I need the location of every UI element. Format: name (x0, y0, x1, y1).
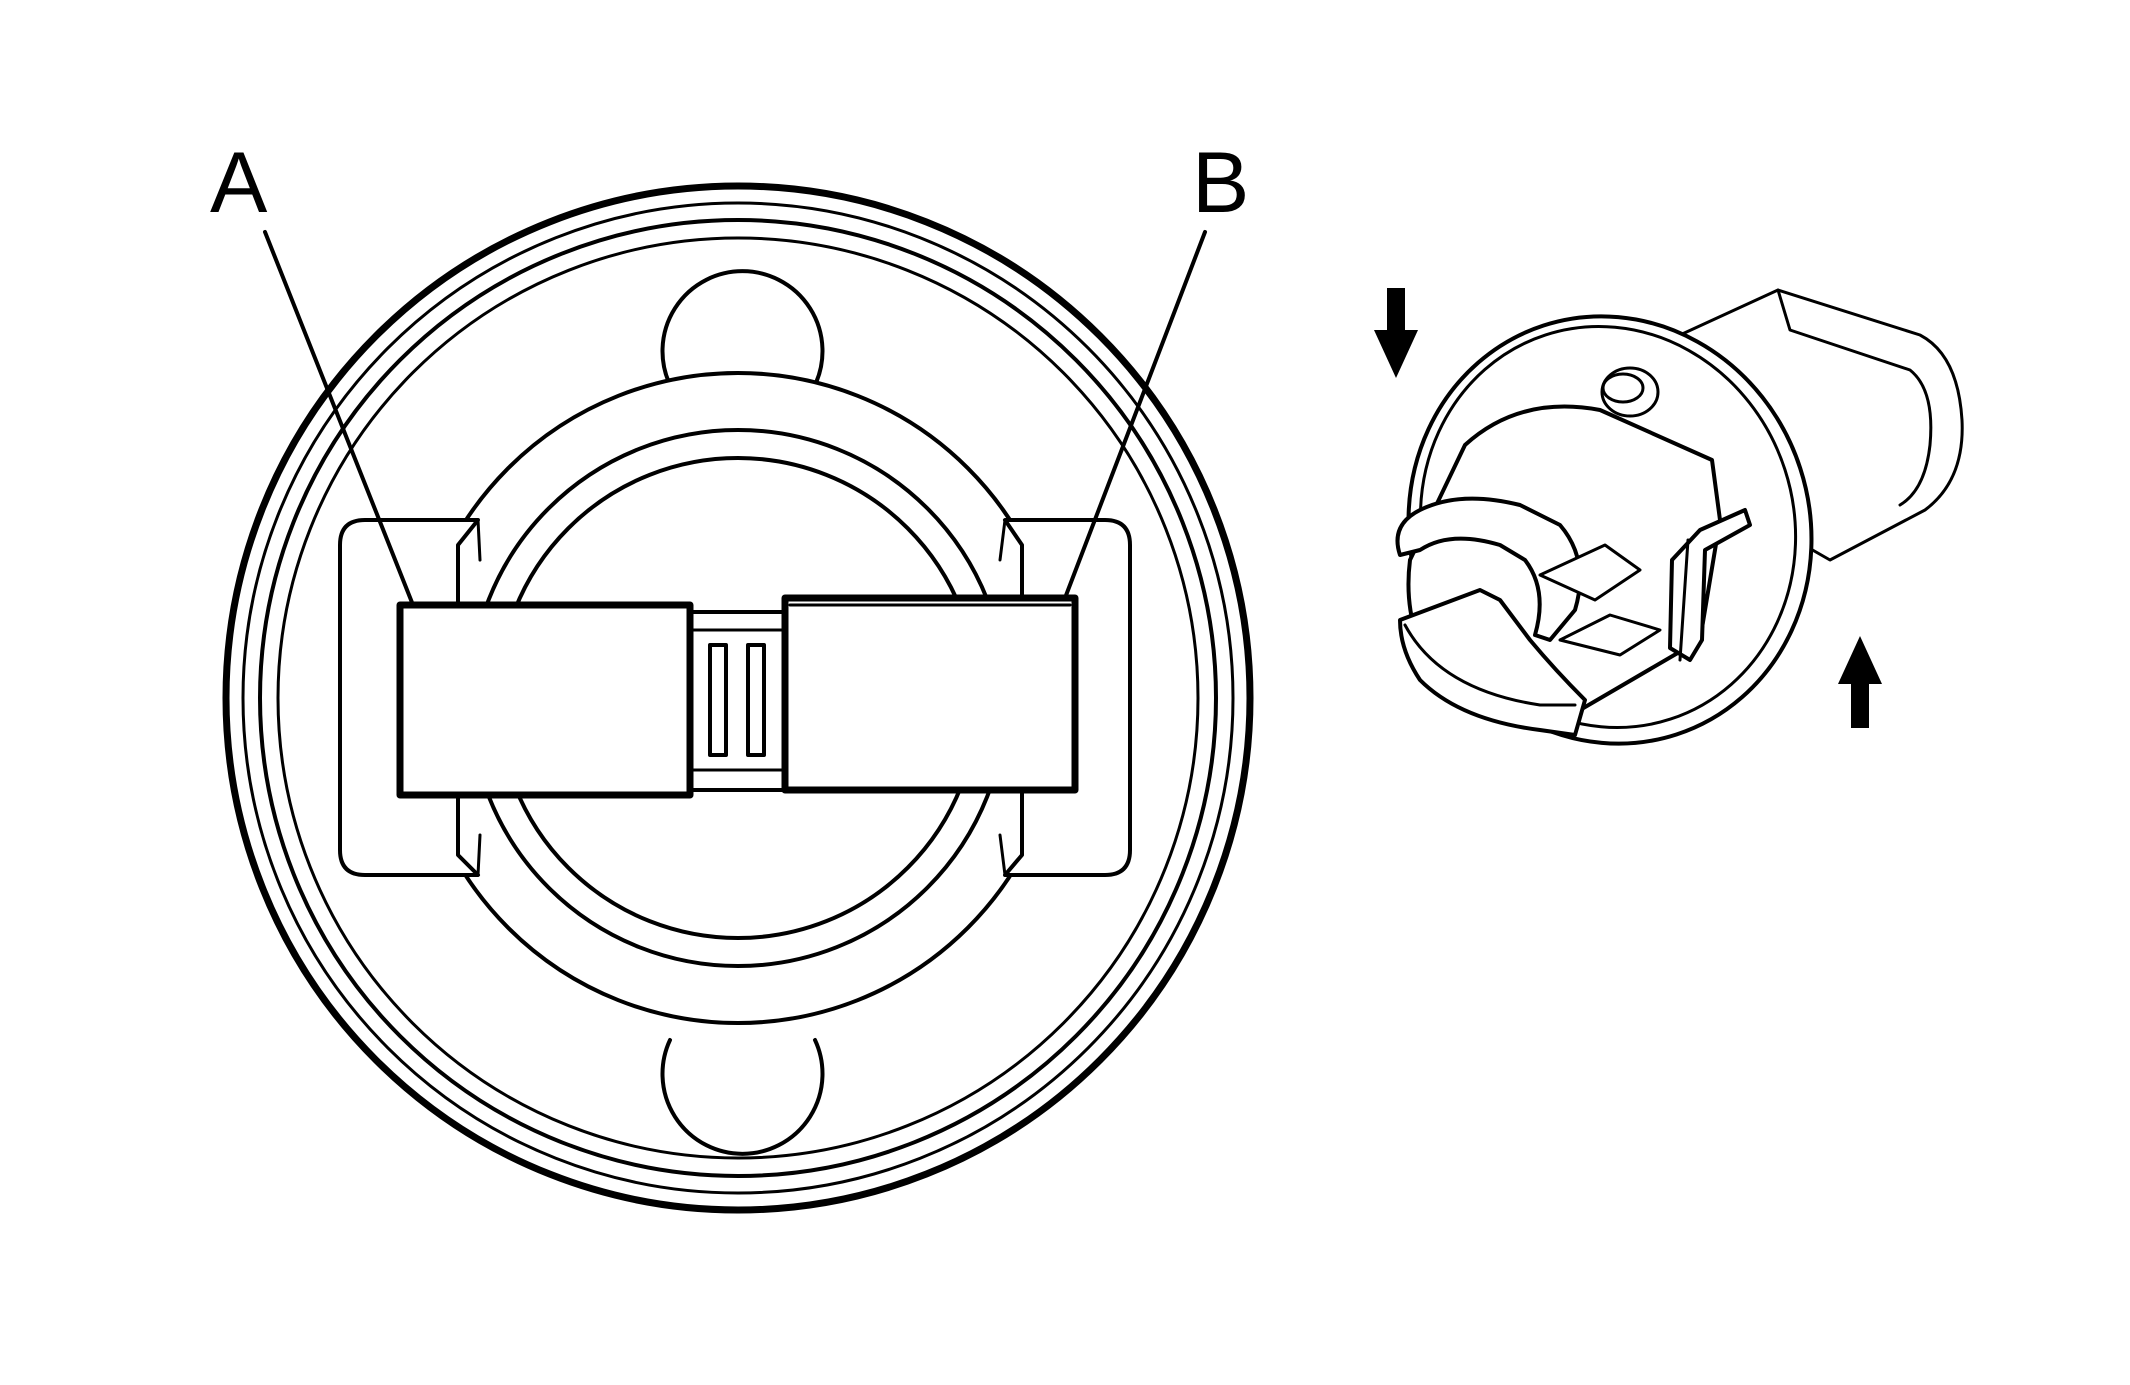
socket-top-lobe (660, 269, 825, 387)
socket-face-ring (276, 236, 1200, 1160)
socket-outer-ring (222, 182, 1254, 1214)
bayonet-tab-lower-edge (1403, 623, 1577, 707)
socket-slot-bridge-right (998, 518, 1007, 877)
callout-line-b (1063, 230, 1207, 600)
socket-flange-dimple-rim (1601, 372, 1645, 404)
callout-line-a (263, 230, 415, 607)
arrow-up-icon (1838, 636, 1882, 728)
callout-label-b: B (1192, 135, 1249, 231)
socket-rim (258, 218, 1218, 1178)
socket-center-contact-lower (1558, 613, 1662, 657)
socket-bottom-lobe (660, 1038, 825, 1156)
bayonet-side-clip (1668, 508, 1752, 662)
socket-slot-bridge-left (476, 518, 482, 877)
socket-center-contact (1538, 543, 1642, 602)
callout-label-a: A (210, 135, 268, 231)
arrow-down-icon (1374, 288, 1418, 378)
bayonet-tab-lower (1398, 588, 1587, 737)
socket-outer-ring-inner (241, 201, 1235, 1195)
bulb-socket-perspective-view (1374, 288, 1964, 746)
terminal-b (781, 594, 1079, 794)
socket-front-view: A B (210, 135, 1254, 1214)
terminal-a (396, 601, 694, 799)
bayonet-side-clip-edge (1678, 538, 1690, 662)
socket-flange-dimple (1600, 366, 1660, 418)
terminal-bridge (688, 610, 787, 792)
socket-connector-edge (1776, 288, 1933, 507)
